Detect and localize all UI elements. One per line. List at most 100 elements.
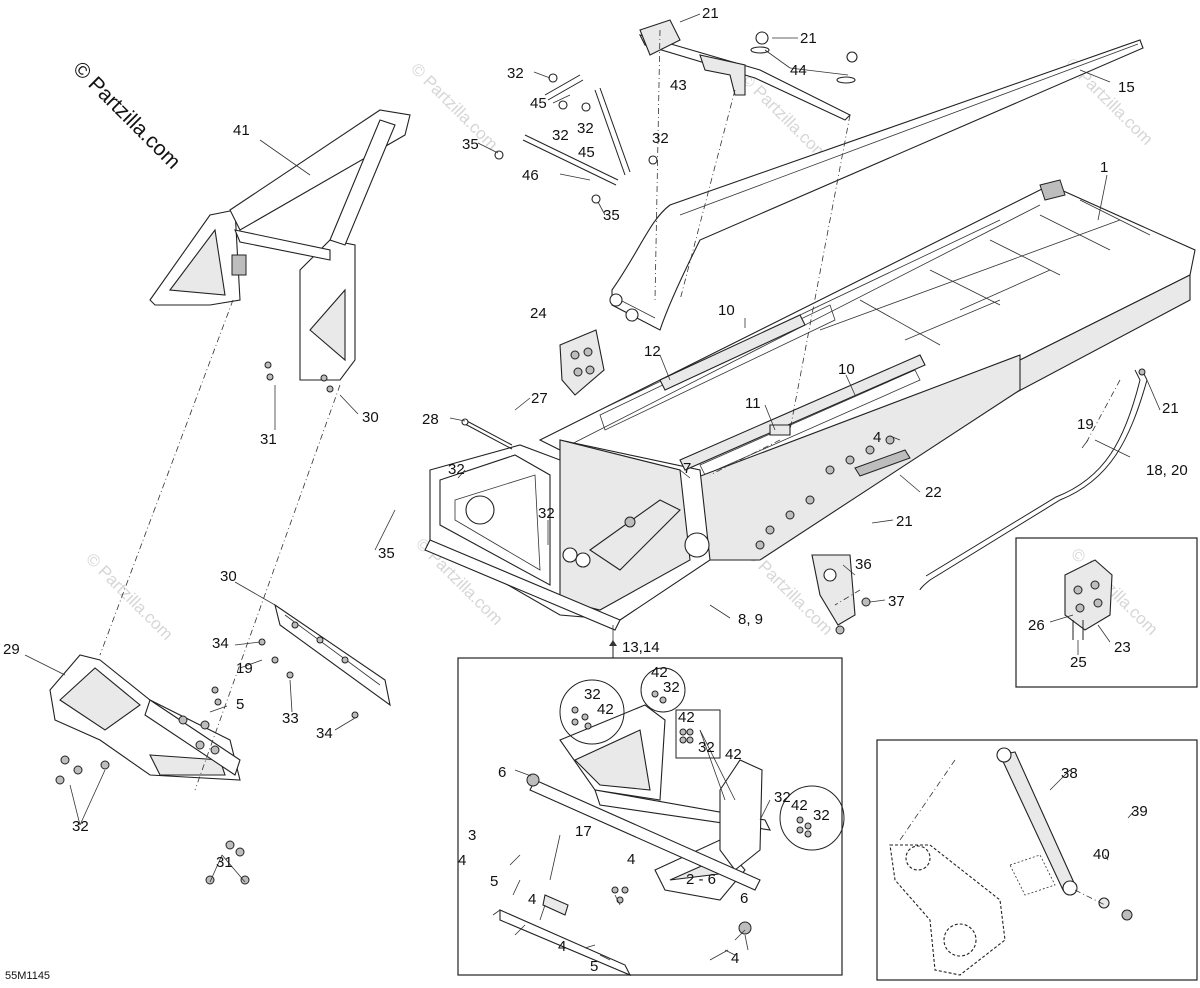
callout-45: 45 xyxy=(530,95,547,112)
callout-21: 21 xyxy=(1162,400,1179,417)
callout-15: 15 xyxy=(1118,79,1135,96)
callout-45: 45 xyxy=(578,144,595,161)
callout-30: 30 xyxy=(362,409,379,426)
callout-42: 42 xyxy=(791,797,808,814)
callout-32: 32 xyxy=(652,130,669,147)
callout-19: 19 xyxy=(1077,416,1094,433)
callout-10: 10 xyxy=(718,302,735,319)
callout-35: 35 xyxy=(603,207,620,224)
callout-31: 31 xyxy=(216,854,233,871)
callout-21: 21 xyxy=(896,513,913,530)
detail-box-front-frame xyxy=(457,657,843,976)
magnifier-circle xyxy=(559,679,625,745)
callout-22: 22 xyxy=(925,484,942,501)
front-chassis-13-14 xyxy=(424,439,711,631)
callout-23: 23 xyxy=(1114,639,1131,656)
alignment-lines xyxy=(99,29,1121,906)
detail-box-23 xyxy=(1015,537,1198,688)
callout-35: 35 xyxy=(462,136,479,153)
callout-35: 35 xyxy=(378,545,395,562)
callout-27: 27 xyxy=(531,390,548,407)
callout-4: 4 xyxy=(458,852,466,869)
watermark: © Partzilla.com xyxy=(407,59,501,153)
callout-42: 42 xyxy=(678,709,695,726)
box-arrow-head xyxy=(609,640,617,646)
tunnel-cover-15 xyxy=(609,39,1144,331)
callout-31: 31 xyxy=(260,431,277,448)
callout-26: 26 xyxy=(1028,617,1045,634)
rod-28 xyxy=(461,418,513,450)
running-board-rail-18-20 xyxy=(919,368,1148,591)
diagram-reference: 55M1145 xyxy=(5,970,50,982)
detail-axle-38 xyxy=(889,747,1133,976)
callout-21: 21 xyxy=(800,30,817,47)
callout-1: 1 xyxy=(1100,159,1108,176)
rails-10-11-12 xyxy=(659,314,926,471)
callout-4: 4 xyxy=(558,938,566,955)
callout-8-9: 8, 9 xyxy=(738,611,763,628)
callout-25: 25 xyxy=(1070,654,1087,671)
callout-7: 7 xyxy=(683,460,691,477)
callout-32: 32 xyxy=(663,679,680,696)
callout-21: 21 xyxy=(702,5,719,22)
magnifier-box xyxy=(675,709,721,759)
callout-32: 32 xyxy=(774,789,791,806)
running-board-side xyxy=(689,354,1021,561)
callout-32: 32 xyxy=(538,505,555,522)
detail-box-38 xyxy=(876,739,1198,981)
callout-5: 5 xyxy=(490,873,498,890)
callout-24: 24 xyxy=(530,305,547,322)
callout-19: 19 xyxy=(236,660,253,677)
detail-plate-23 xyxy=(1064,559,1113,640)
fasteners-left xyxy=(55,361,359,885)
callout-32: 32 xyxy=(813,807,830,824)
callout-29: 29 xyxy=(3,641,20,658)
magnifier-circle xyxy=(640,667,686,713)
steering-column-43 xyxy=(638,19,858,121)
bracket-36 xyxy=(811,554,871,635)
callout-32: 32 xyxy=(448,461,465,478)
callout-36: 36 xyxy=(855,556,872,573)
callout-3: 3 xyxy=(468,827,476,844)
callout-42: 42 xyxy=(597,701,614,718)
column-frame-41 xyxy=(149,109,411,381)
callout-39: 39 xyxy=(1131,803,1148,820)
callout-labels: 21 21 44 15 32 43 45 32 32 32 35 45 46 3… xyxy=(3,5,1188,975)
callout-34: 34 xyxy=(212,635,229,652)
callout-34: 34 xyxy=(316,725,333,742)
callout-2-6: 2 - 6 xyxy=(686,871,716,888)
bracket-29 xyxy=(49,654,241,781)
plate-30 xyxy=(274,603,391,707)
callout-46: 46 xyxy=(522,167,539,184)
callout-10: 10 xyxy=(838,361,855,378)
callout-32: 32 xyxy=(584,686,601,703)
callout-18-20: 18, 20 xyxy=(1146,462,1188,479)
callout-12: 12 xyxy=(644,343,661,360)
callout-32: 32 xyxy=(698,739,715,756)
callout-32: 32 xyxy=(577,120,594,137)
callout-13-14: 13,14 xyxy=(622,639,660,656)
callout-4: 4 xyxy=(528,891,536,908)
callout-11: 11 xyxy=(745,395,761,412)
callout-6: 6 xyxy=(740,890,748,907)
callout-44: 44 xyxy=(790,62,807,79)
detail-front-frame-2-6 xyxy=(499,704,771,977)
copyright-label: © Partzilla.com xyxy=(68,57,184,173)
callout-6: 6 xyxy=(498,764,506,781)
callout-30: 30 xyxy=(220,568,237,585)
magnifier-circle xyxy=(779,785,845,851)
callout-37: 37 xyxy=(888,593,905,610)
callout-32: 32 xyxy=(552,127,569,144)
tie-rods-45-46 xyxy=(494,73,658,204)
callout-43: 43 xyxy=(670,77,687,94)
callout-28: 28 xyxy=(422,411,439,428)
callout-17: 17 xyxy=(575,823,592,840)
callout-33: 33 xyxy=(282,710,299,727)
callout-40: 40 xyxy=(1093,846,1110,863)
callout-42: 42 xyxy=(651,664,668,681)
callout-4: 4 xyxy=(731,950,739,967)
callout-4: 4 xyxy=(627,851,635,868)
callout-42: 42 xyxy=(725,746,742,763)
callout-32: 32 xyxy=(72,818,89,835)
